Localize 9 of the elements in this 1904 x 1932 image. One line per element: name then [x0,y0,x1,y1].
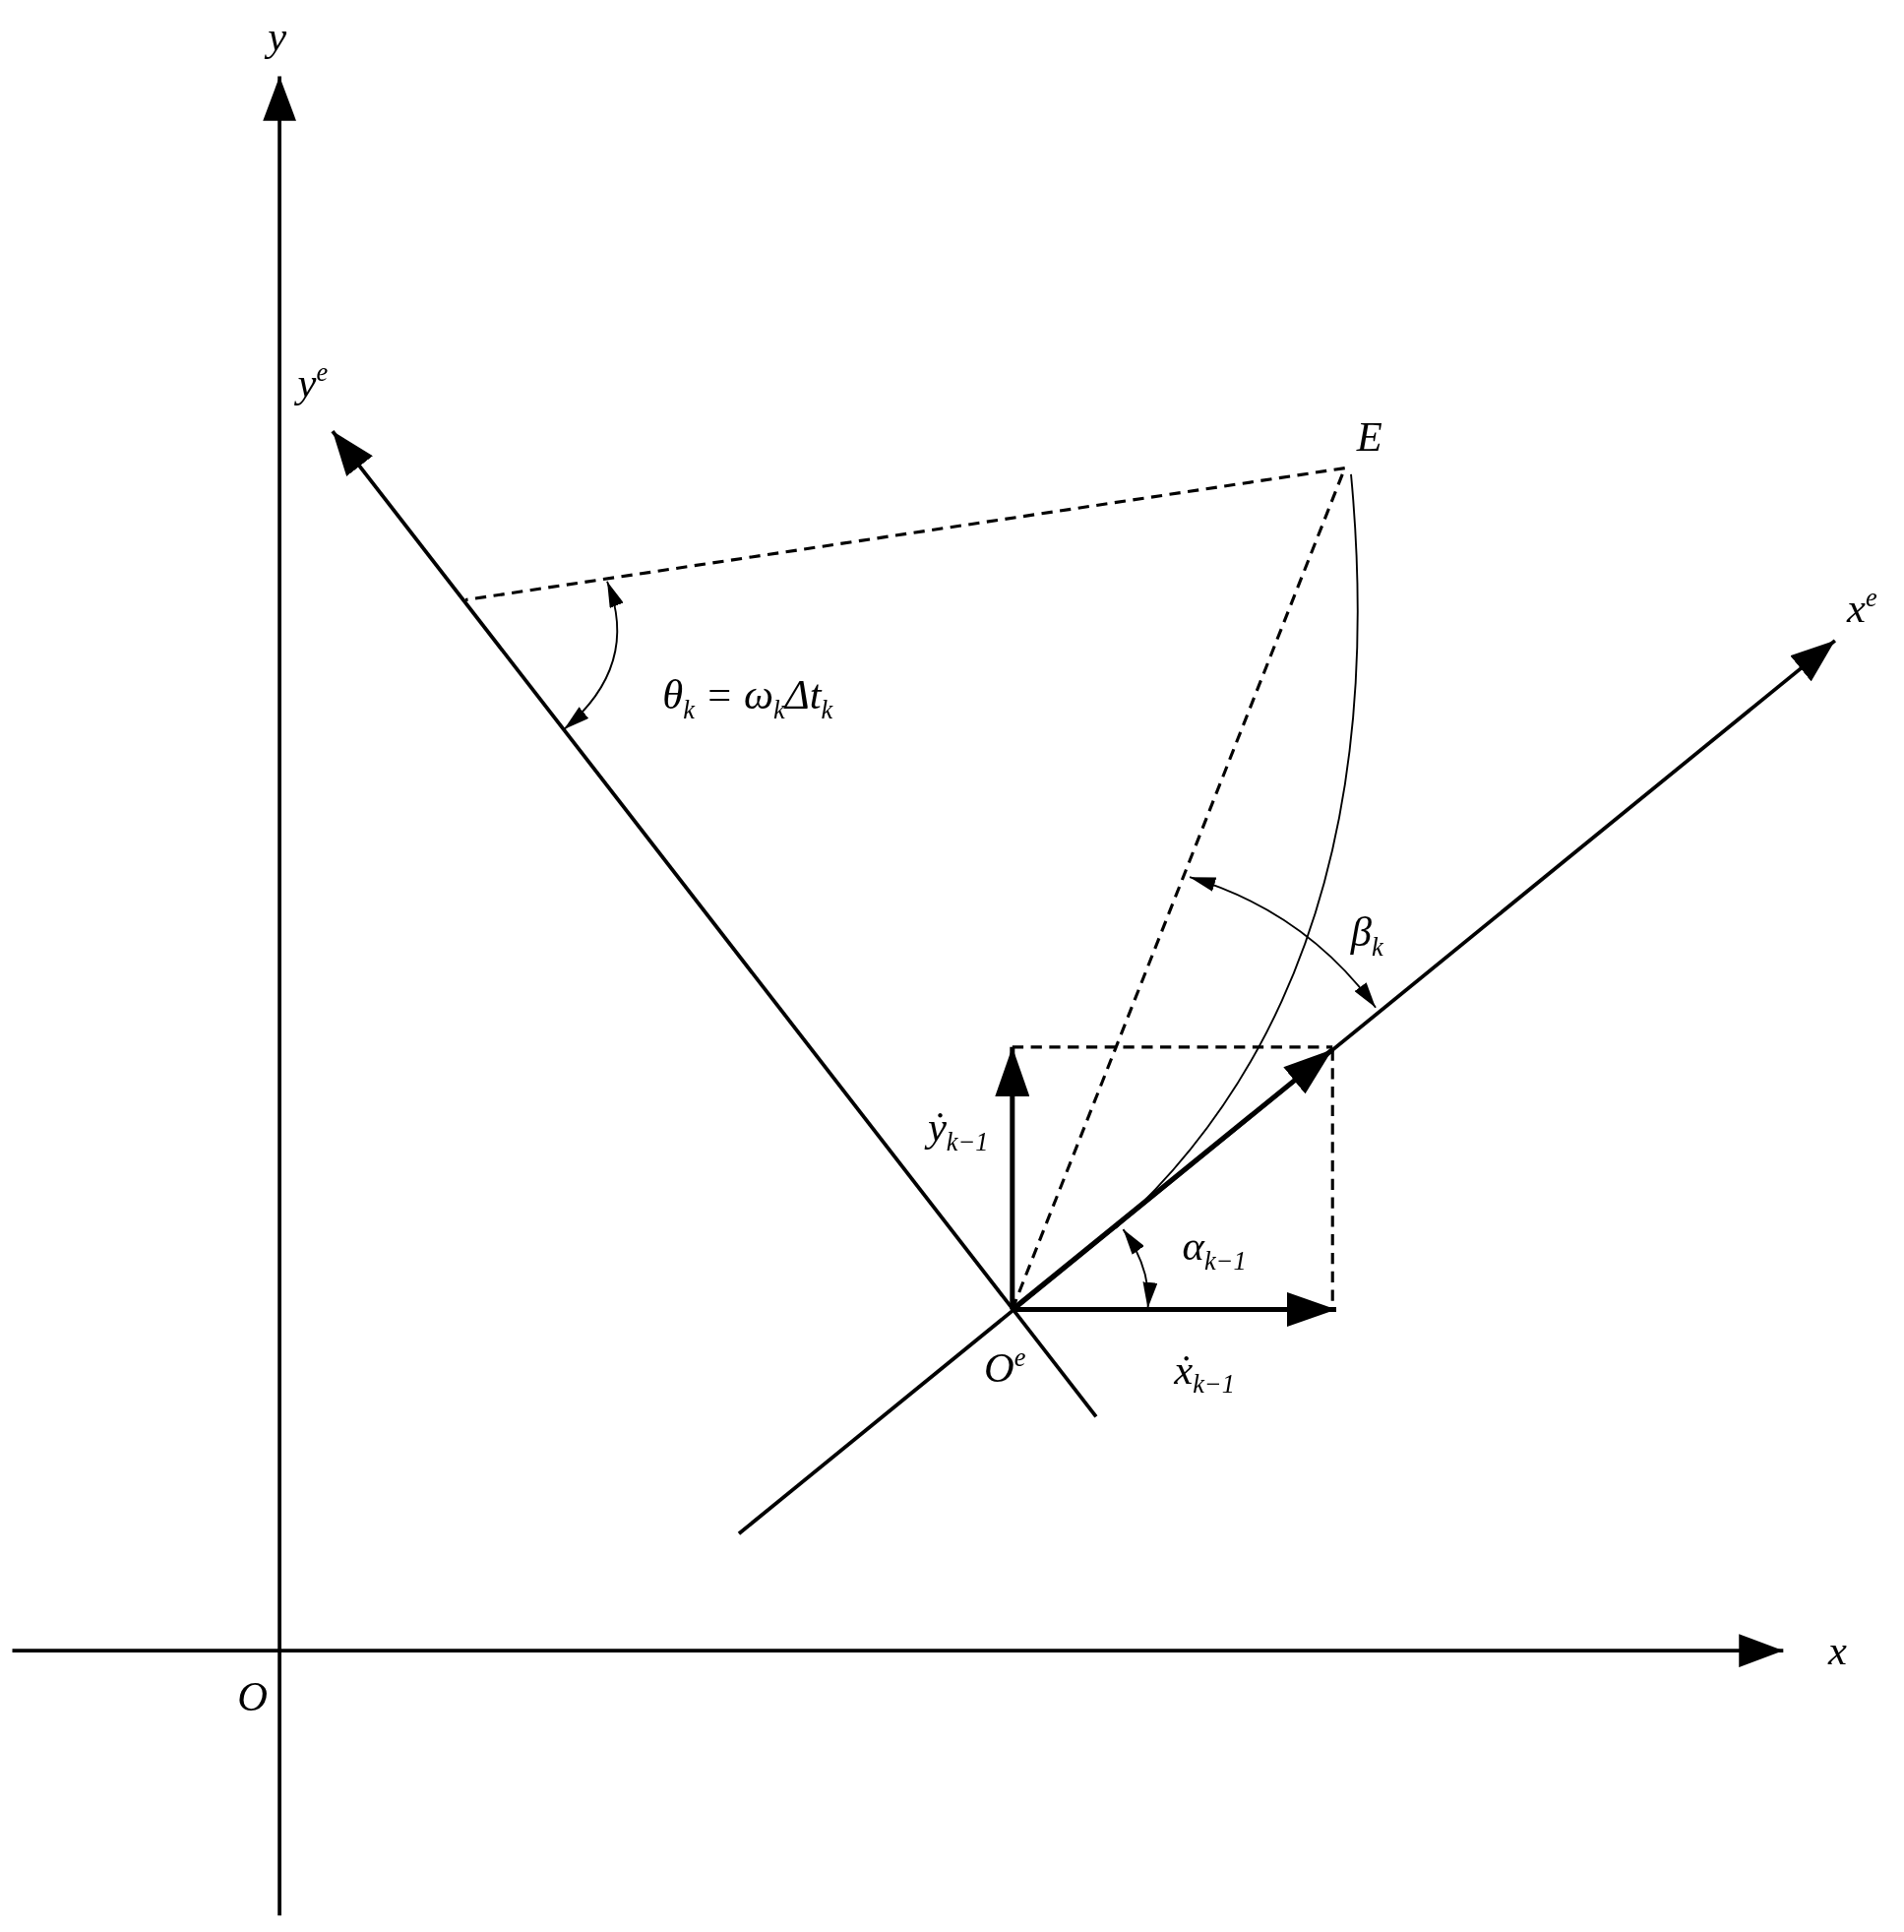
velocity-label: ẋ$_{k−1}$ [1174,1348,1235,1399]
origin-label: O [237,1676,268,1718]
axis-label: x$^{e}$ [1847,585,1877,630]
axis-label: x [1827,1629,1847,1672]
origin-label: O$^{e}$ [984,1345,1026,1390]
angle-formula: θ$_{k}$ = ω$_{k}$Δt$_{k}$ [662,673,833,723]
angle-label: α$_{k−1}$ [1182,1225,1247,1276]
point-label: E [1356,416,1382,459]
angle-label: β$_{k}$ [1350,911,1383,962]
